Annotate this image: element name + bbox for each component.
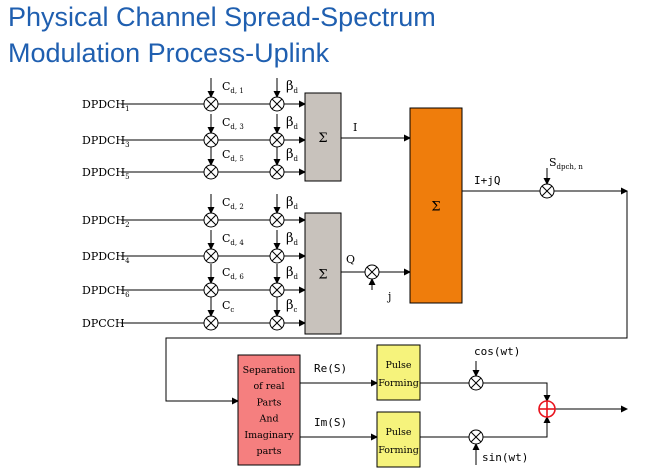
pulse-forming-text: Forming: [378, 378, 419, 389]
channel-label-i-1: DPDCH1: [82, 98, 130, 113]
pulse-forming-text: Forming: [378, 445, 419, 456]
cos-multiplier: [468, 375, 484, 391]
code-multiplier: [203, 132, 219, 148]
pulse-forming-text: Pulse: [385, 427, 411, 438]
adder-node: [538, 400, 556, 418]
channelization-code-label: Cd, 4: [222, 232, 244, 247]
gain-multiplier: [269, 248, 285, 264]
gain-factor-label: βd: [286, 265, 299, 281]
j-label: j: [386, 290, 391, 303]
gain-factor-label: βd: [286, 231, 299, 247]
gain-multiplier: [269, 212, 285, 228]
loop-to-separation-arrow: [165, 191, 628, 405]
title-line-1: Physical Channel Spread-Spectrum: [8, 2, 436, 32]
channel-label-q-3: DPDCH6: [82, 284, 130, 299]
scrambling-code-label: Sdpch, n: [549, 156, 583, 171]
code-multiplier: [203, 248, 219, 264]
code-multiplier: [203, 164, 219, 180]
sum-block-i: [304, 92, 342, 182]
separation-block: [237, 354, 301, 466]
sum-block-q: [304, 212, 342, 335]
sin-label: sin(wt): [482, 451, 528, 464]
separation-block-text: of real: [253, 381, 284, 392]
separation-block-text: Imaginary: [244, 430, 294, 441]
channelization-code-label: Cd, 3: [222, 116, 244, 131]
channelization-code-label: Cd, 6: [222, 266, 244, 281]
code-multiplier: [203, 212, 219, 228]
separation-block-text: Parts: [257, 397, 282, 408]
channel-label-q-1: DPDCH2: [82, 214, 130, 229]
channel-label-q-2: DPDCH4: [82, 250, 130, 265]
i-branch-label: I: [353, 121, 357, 134]
code-multiplier: [203, 96, 219, 112]
gain-multiplier: [269, 164, 285, 180]
sin-multiplier: [468, 429, 484, 445]
re-label: Re(S): [314, 362, 347, 375]
q-branch-label: Q: [346, 253, 355, 266]
separation-block-text: parts: [257, 446, 282, 457]
complex-sum-symbol: Σ: [431, 200, 440, 215]
channelization-code-label: Cd, 5: [222, 148, 244, 163]
pulse-forming-text: Pulse: [385, 360, 411, 371]
gain-factor-label: βd: [286, 115, 299, 131]
pulse-forming-block-2: [376, 411, 421, 468]
channel-label-i-3: DPDCH5: [82, 166, 130, 181]
channelization-code-label: Cd, 2: [222, 196, 244, 211]
scrambling-multiplier: [539, 183, 555, 199]
gain-factor-label: βc: [286, 298, 298, 314]
gain-factor-label: βd: [286, 195, 299, 211]
gain-multiplier: [269, 132, 285, 148]
separation-block-text: Separation: [243, 365, 296, 376]
sin-to-adder-arrow: [483, 416, 551, 438]
sum-symbol-i: Σ: [318, 131, 327, 146]
im-label: Im(S): [314, 416, 347, 429]
pulse-forming-block-1: [376, 344, 421, 401]
combined-label: I+jQ: [474, 174, 501, 187]
complex-sum-block: [409, 107, 463, 304]
code-multiplier: [203, 282, 219, 298]
cos-label: cos(wt): [474, 345, 520, 358]
sum-symbol-q: Σ: [318, 268, 327, 283]
channelization-code-label: Cc: [222, 299, 234, 314]
gain-multiplier: [269, 315, 285, 331]
cos-to-adder-arrow: [483, 382, 551, 402]
title-line-2: Modulation Process-Uplink: [8, 38, 330, 68]
code-multiplier: [203, 315, 219, 331]
j-multiplier: [364, 264, 380, 280]
separation-block-text: And: [258, 414, 278, 425]
channelization-code-label: Cd, 1: [222, 80, 244, 95]
channel-label-i-2: DPDCH3: [82, 134, 130, 149]
channel-label-q-4: DPCCH: [82, 317, 125, 330]
gain-multiplier: [269, 96, 285, 112]
gain-multiplier: [269, 282, 285, 298]
gain-factor-label: βd: [286, 79, 299, 95]
gain-factor-label: βd: [286, 147, 299, 163]
